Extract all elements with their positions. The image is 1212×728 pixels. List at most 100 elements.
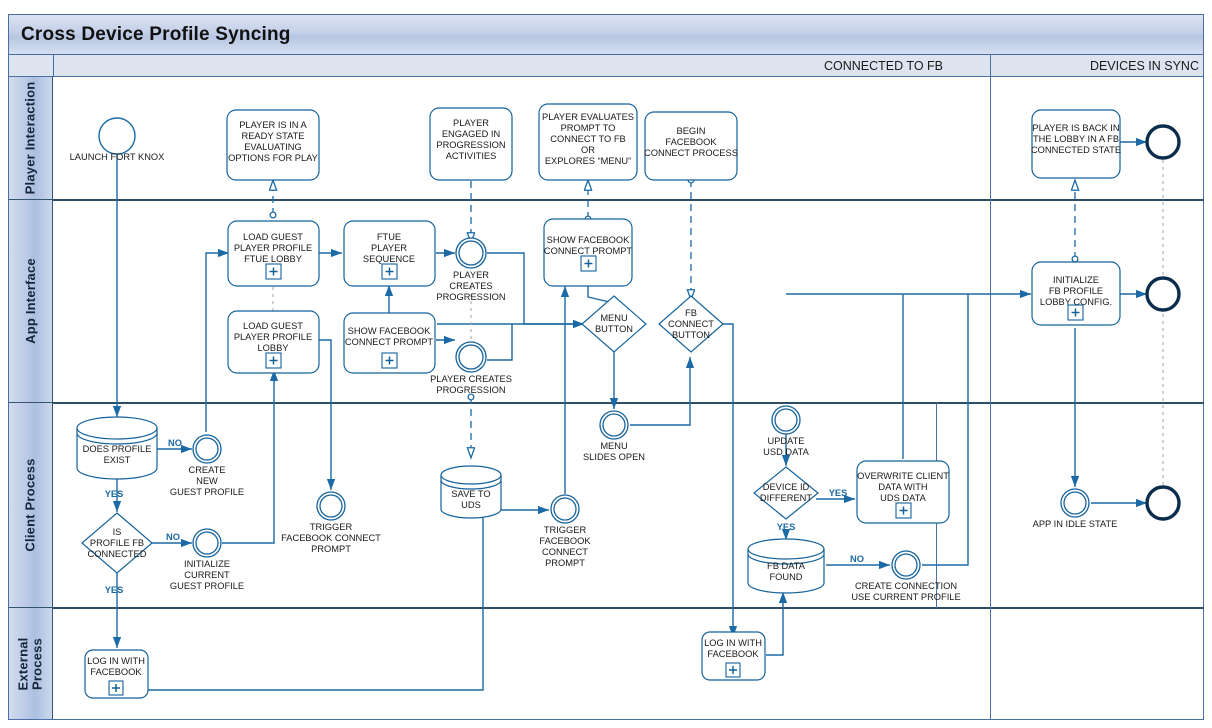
intermediate-event-inner-1 — [458, 240, 484, 266]
gateway-fb-connect-button[interactable] — [658, 295, 724, 353]
phase-label-devices-in-sync: DEVICES IN SYNC — [1089, 59, 1199, 73]
conn-create-conn-up — [922, 294, 969, 566]
subprocess-marker-show-fb-mid — [381, 352, 398, 369]
conn-init-guest-to-load-lobby — [222, 370, 279, 544]
intermediate-event-inner-trigger-fb-1 — [319, 494, 343, 518]
end-event-player-interaction[interactable] — [1145, 124, 1181, 160]
task-begin-fb-connect[interactable] — [644, 111, 738, 181]
task-initialize-fb-profile[interactable] — [1031, 261, 1121, 326]
end-event-app-interface[interactable] — [1145, 276, 1181, 312]
task-ftue-player-sequence[interactable] — [343, 220, 436, 287]
lane-label-app-interface: App Interface — [9, 200, 53, 403]
pool-title-bar: Cross Device Profile Syncing — [9, 15, 1203, 55]
lane-label-player-interaction: Player Interaction — [9, 77, 53, 200]
gateway-is-profile-fb-connected[interactable] — [81, 512, 153, 574]
label-app-in-idle-state: APP IN IDLE STATE — [1033, 519, 1118, 529]
intermediate-event-inner-menu-slides — [602, 413, 626, 437]
datastore-save-to-uds[interactable] — [440, 465, 502, 519]
intermediate-event-create-connection-use-profile[interactable] — [891, 550, 921, 580]
intermediate-event-inner-create-guest — [195, 437, 219, 461]
phase-cell-connected-to-fb: CONNECTED TO FB — [53, 55, 946, 77]
conn-login-right-to-fbdata — [766, 592, 788, 656]
conn-slides-open-to-fb-button — [630, 357, 695, 426]
intermediate-event-inner-init-guest — [195, 531, 219, 555]
subprocess-marker-login-left — [108, 680, 124, 696]
datastore-fb-data-found[interactable] — [747, 538, 825, 594]
intermediate-event-inner-2 — [458, 344, 484, 370]
conn-login-left-to-trigger2 — [148, 505, 549, 691]
edge-label-yes-profile-exist: YES — [105, 489, 124, 499]
task-player-back-lobby[interactable] — [1031, 109, 1121, 179]
intermediate-event-player-creates-progression-1[interactable] — [455, 237, 487, 269]
intermediate-event-inner-trigger-fb-2 — [553, 497, 577, 521]
phase-divider-connected-to-fb — [990, 77, 991, 720]
lane-label-external-process: External Process — [9, 608, 53, 719]
subprocess-marker-load-guest-lobby — [265, 352, 282, 369]
conn-fb-button-to-login-fb-right — [716, 323, 738, 637]
lane-label-client-process: Client Process — [9, 403, 53, 608]
intermediate-event-update-usd-data[interactable] — [771, 405, 801, 435]
edge-label-no-fb-connected: NO — [166, 532, 180, 542]
gateway-menu-button[interactable] — [581, 295, 647, 353]
end-event-devices-in-sync[interactable] — [1145, 485, 1181, 521]
subprocess-marker-ftue-sequence — [381, 263, 398, 280]
task-load-guest-lobby[interactable] — [227, 310, 320, 374]
intermediate-event-inner-create-connection — [894, 553, 918, 577]
edge-label-no-profile-exist: NO — [168, 438, 182, 448]
intermediate-event-player-creates-progression-2[interactable] — [455, 341, 487, 373]
task-overwrite-client-data[interactable] — [856, 460, 950, 524]
task-log-in-with-facebook-right[interactable] — [701, 631, 766, 681]
phase-header-band: CONNECTED TO FB DEVICES IN SYNC — [9, 55, 1203, 77]
task-player-engaged[interactable] — [429, 107, 513, 181]
edge-label-yes-fb-connected: YES — [105, 585, 124, 595]
start-event-launch[interactable] — [98, 117, 136, 155]
intermediate-event-create-new-guest-profile[interactable] — [192, 434, 222, 464]
gateway-device-id-different[interactable] — [753, 466, 819, 520]
intermediate-event-inner-app-idle — [1063, 491, 1087, 515]
intermediate-event-initialize-current-guest-profile[interactable] — [192, 528, 222, 558]
edge-label-yes-device-id: YES — [829, 488, 848, 498]
intermediate-event-trigger-fb-connect-prompt-2[interactable] — [550, 494, 580, 524]
intermediate-event-trigger-fb-connect-prompt-1[interactable] — [316, 491, 346, 521]
task-log-in-with-facebook-left[interactable] — [84, 649, 149, 699]
task-show-fb-prompt-mid[interactable] — [343, 312, 436, 374]
edge-label-yes-device-id-down: YES — [777, 522, 796, 532]
lane-separator-3 — [53, 607, 1204, 609]
intermediate-event-app-in-idle-state[interactable] — [1060, 488, 1090, 518]
conn-load-lobby-to-trigger-fb — [319, 339, 336, 490]
task-player-evaluates[interactable] — [538, 103, 638, 181]
page-title: Cross Device Profile Syncing — [21, 23, 291, 45]
phase-separator-2 — [990, 55, 991, 77]
edge-label-no-fb-data: NO — [850, 554, 864, 564]
intermediate-event-inner-update-usd — [774, 408, 798, 432]
datastore-does-profile-exist[interactable] — [76, 416, 158, 480]
task-show-fb-prompt-top[interactable] — [543, 218, 633, 287]
subprocess-marker-show-fb-top — [580, 255, 597, 272]
task-player-ready-state[interactable] — [226, 109, 320, 181]
task-load-guest-ftue-lobby[interactable] — [227, 220, 320, 287]
intermediate-event-menu-slides-open[interactable] — [599, 410, 629, 440]
lane-separator-2 — [53, 402, 1204, 404]
subprocess-marker-login-right — [725, 662, 741, 678]
subprocess-marker-init-fb-profile — [1067, 304, 1084, 321]
